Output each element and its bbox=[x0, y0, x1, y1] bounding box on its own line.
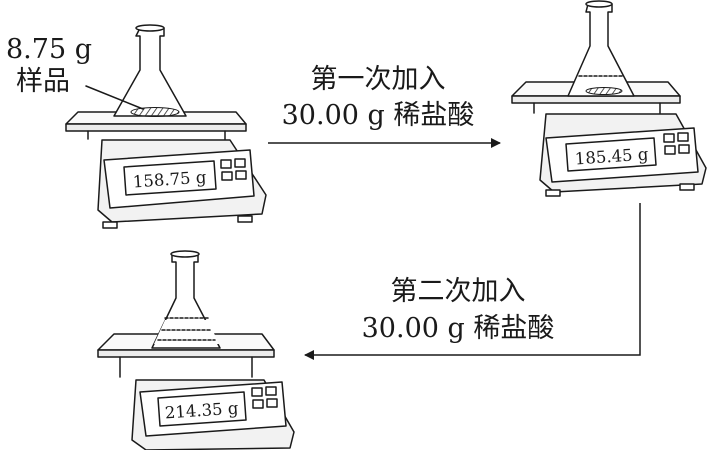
step-2-label-line2: 30.00 g 稀盐酸 bbox=[361, 313, 555, 344]
scale-3-display bbox=[157, 391, 247, 427]
scale-3-reading: 214.35 g bbox=[164, 399, 239, 423]
scale-3-key bbox=[252, 399, 264, 409]
sample-pointer-line bbox=[85, 85, 144, 110]
scale-2-key bbox=[663, 133, 675, 143]
scale-2-key bbox=[678, 144, 690, 154]
scale-2-reading: 185.45 g bbox=[574, 145, 649, 169]
scale-3-pan-rim bbox=[97, 349, 275, 358]
step-1-label-line1: 第一次加入 bbox=[310, 64, 446, 95]
step-2-label-line1: 第二次加入 bbox=[390, 276, 526, 307]
scale-1-key bbox=[221, 171, 233, 181]
scale-3-liquid bbox=[154, 320, 219, 344]
step-2-arrow bbox=[304, 203, 641, 360]
scale-1-reading: 158.75 g bbox=[132, 168, 207, 192]
scale-3-key bbox=[251, 387, 263, 397]
scale-1: 158.75 g bbox=[65, 24, 267, 229]
scale-1-key bbox=[220, 159, 232, 169]
scale-2-flask bbox=[567, 3, 635, 97]
scale-1-display bbox=[123, 160, 217, 196]
scale-2-key bbox=[664, 145, 676, 155]
scale-3: 214.35 g bbox=[97, 250, 295, 451]
scale-3-key bbox=[265, 386, 277, 396]
step-1-label-line2: 30.00 g 稀盐酸 bbox=[281, 100, 475, 131]
scale-1-pan-rim bbox=[65, 123, 247, 132]
sample-mass-label: 8.75 g bbox=[6, 34, 92, 65]
scale-1-key bbox=[235, 170, 247, 180]
scale-1-flask bbox=[113, 27, 187, 117]
scale-2-sample-pile bbox=[585, 87, 623, 95]
scale-3-key bbox=[266, 398, 278, 408]
scale-2-display bbox=[565, 137, 657, 172]
scale-1-key bbox=[234, 158, 246, 168]
scale-2-key bbox=[677, 132, 689, 142]
scale-1-sample-pile bbox=[130, 107, 180, 117]
scale-2-pan-rim bbox=[511, 95, 681, 104]
scale-2: 185.45 g bbox=[511, 0, 707, 197]
sample-name-label: 样品 bbox=[16, 66, 70, 97]
